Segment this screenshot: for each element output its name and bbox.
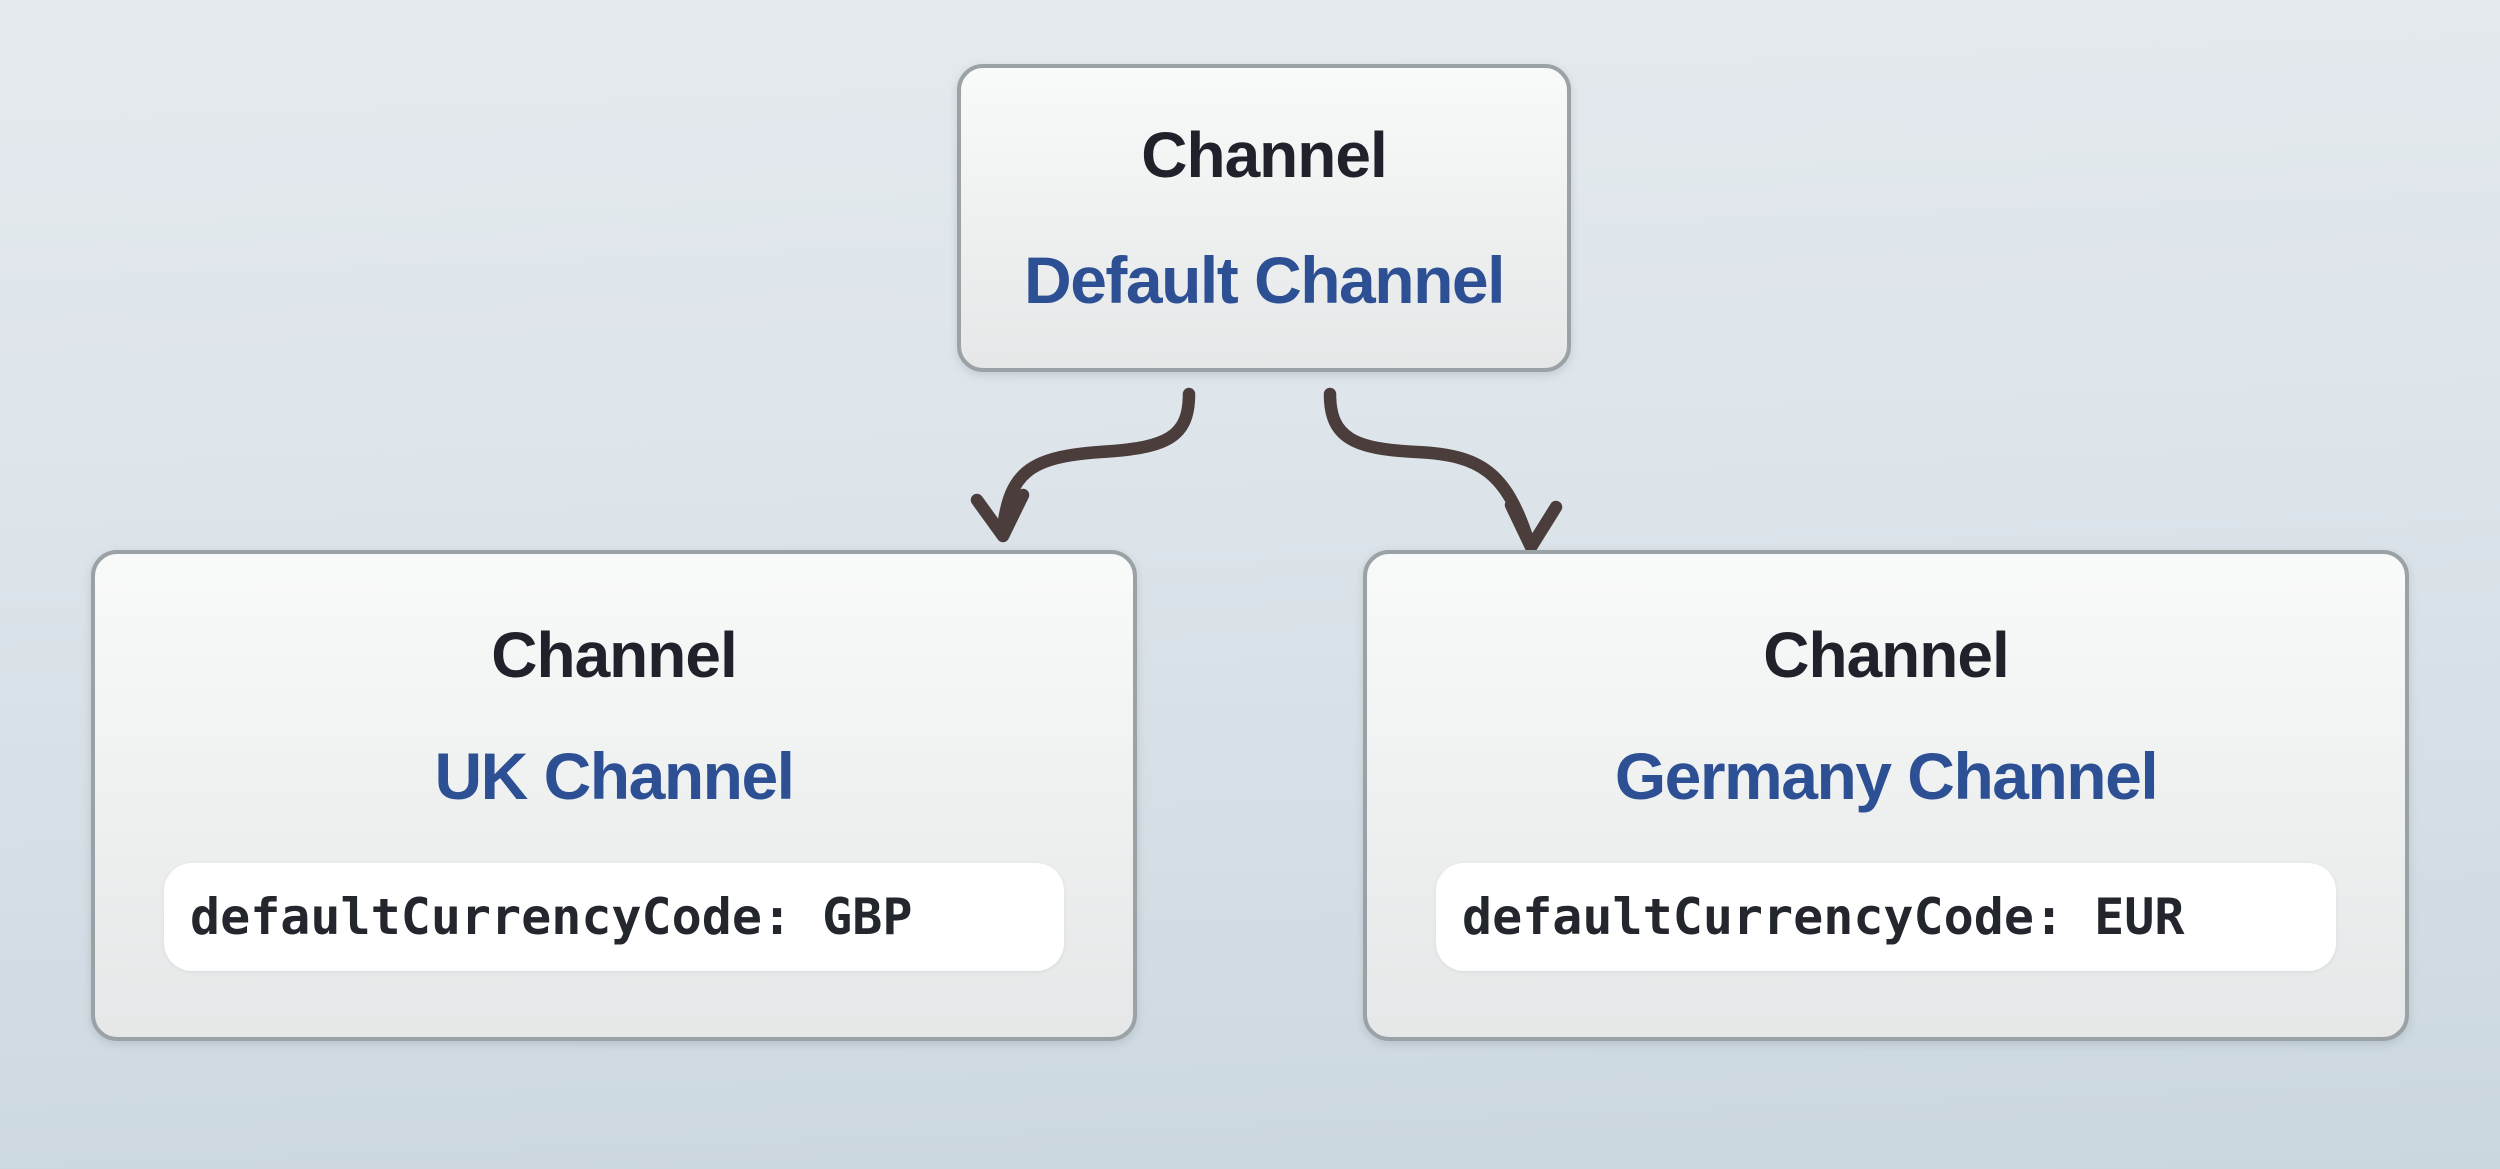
- edge-root-to-germany-arrowhead-icon: [1504, 498, 1563, 554]
- edge-root-to-germany: [1323, 387, 1563, 554]
- currency-attribute-text: defaultCurrencyCode: GBP: [190, 887, 913, 946]
- currency-attribute-pill: defaultCurrencyCode: GBP: [164, 862, 1064, 971]
- currency-attribute-pill: defaultCurrencyCode: EUR: [1436, 862, 2336, 971]
- edge-root-to-germany-line: [1323, 387, 1535, 547]
- node-name-label: Default Channel: [1024, 242, 1505, 317]
- node-type-label: Channel: [491, 619, 737, 691]
- edge-root-to-uk: [970, 387, 1196, 543]
- node-type-label: Channel: [1763, 619, 2009, 691]
- edge-root-to-uk-arrowhead-icon: [970, 488, 1030, 543]
- node-germany-channel: Channel Germany Channel defaultCurrencyC…: [1363, 550, 2409, 1041]
- node-name-label: Germany Channel: [1614, 739, 2159, 814]
- edge-root-to-uk-line: [996, 387, 1196, 535]
- node-uk-channel: Channel UK Channel defaultCurrencyCode: …: [91, 550, 1137, 1041]
- node-name-label: UK Channel: [434, 739, 795, 814]
- node-default-channel: Channel Default Channel: [957, 64, 1571, 372]
- node-type-label: Channel: [1141, 118, 1387, 191]
- currency-attribute-text: defaultCurrencyCode: EUR: [1462, 887, 2185, 946]
